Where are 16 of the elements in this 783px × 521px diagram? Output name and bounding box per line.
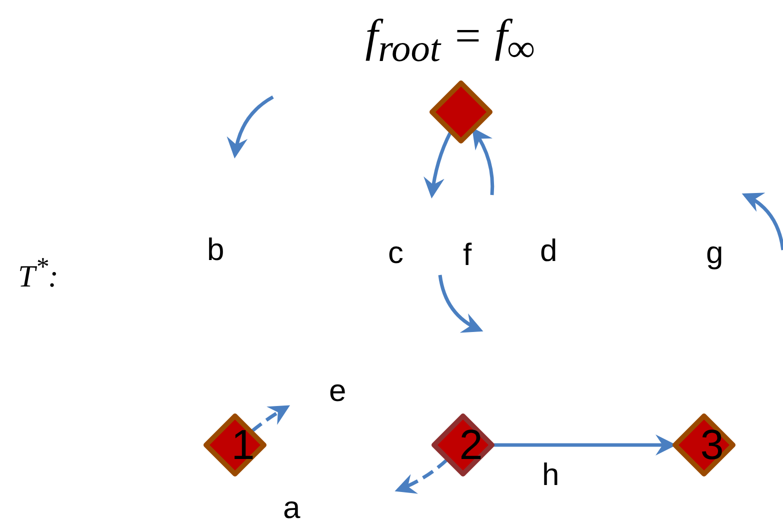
arrow [250, 405, 290, 432]
letter-label: f [463, 238, 472, 272]
arrow [424, 132, 452, 198]
letter-label: g [706, 236, 724, 270]
node-number: 1 [231, 423, 255, 467]
arrow [472, 127, 494, 196]
letter-label: e [329, 374, 346, 408]
title-formula: f$_{root}$ = f$_{∞}$ [364, 9, 536, 72]
tree-label: T$^{*}$: [18, 251, 58, 294]
node-number: 2 [459, 423, 483, 467]
letter-label: a [283, 491, 300, 521]
letter-label: d [540, 234, 558, 268]
letter-label: c [388, 236, 404, 270]
arrow [394, 458, 448, 494]
node-number: 3 [700, 423, 724, 467]
letter-label: b [207, 233, 224, 267]
